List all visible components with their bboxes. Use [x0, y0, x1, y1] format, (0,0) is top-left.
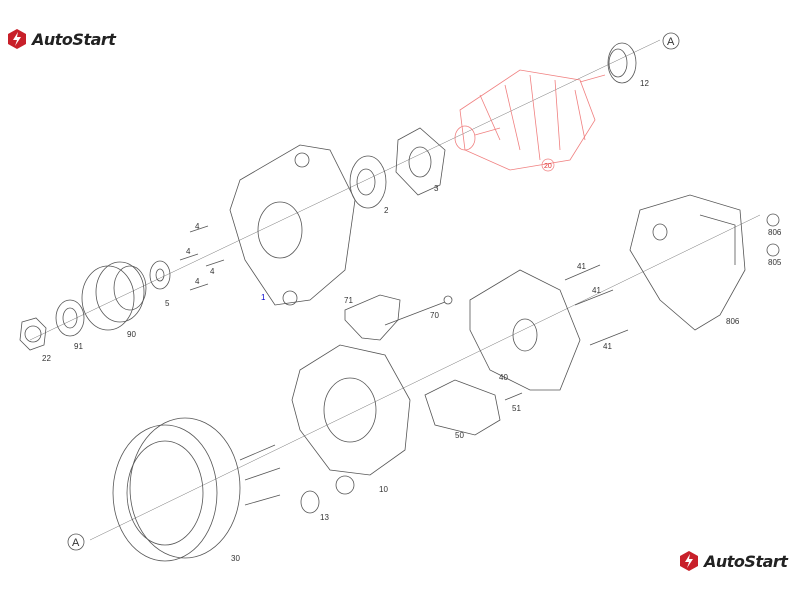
label-806-nut: 806 — [768, 228, 782, 237]
part-10-housing — [291, 344, 411, 495]
part-12-slip-ring — [607, 42, 637, 84]
label-12: 12 — [640, 79, 649, 88]
label-41: 41 — [577, 262, 586, 271]
part-40-rectifier — [469, 269, 581, 391]
part-50-regulator — [424, 379, 501, 436]
label-5: 5 — [165, 299, 170, 308]
label-90: 90 — [127, 330, 136, 339]
part-91-washer — [55, 299, 85, 337]
upper-axis — [29, 39, 661, 341]
part-806-cover — [629, 194, 746, 331]
brand-name: AutoStart — [704, 551, 788, 571]
label-4: 4 — [195, 222, 200, 231]
label-13: 13 — [320, 513, 329, 522]
lower-axis — [89, 214, 761, 541]
brand-logo-bottom: AutoStart — [678, 550, 788, 572]
label-1: 1 — [261, 293, 266, 302]
reference-a-bottom — [67, 533, 85, 551]
label-4: 4 — [210, 267, 215, 276]
label-41: 41 — [592, 286, 601, 295]
label-91: 91 — [74, 342, 83, 351]
label-4: 4 — [186, 247, 191, 256]
part-51-screw — [504, 392, 523, 401]
label-71: 71 — [344, 296, 353, 305]
logo-icon — [8, 29, 26, 49]
label-22: 22 — [42, 354, 51, 363]
label-51: 51 — [512, 404, 521, 413]
part-20-rotor — [454, 69, 606, 171]
label-20-circle — [541, 158, 555, 172]
part-805-nut — [766, 243, 780, 257]
part-30-stator — [112, 417, 281, 562]
label-50: 50 — [455, 431, 464, 440]
part-3-retainer-plate — [395, 127, 446, 196]
label-30: 30 — [231, 554, 240, 563]
label-4: 4 — [195, 277, 200, 286]
part-2-bearing — [349, 155, 387, 209]
brand-logo-top: AutoStart — [6, 28, 116, 50]
label-10: 10 — [379, 485, 388, 494]
label-ref-a-top: A — [667, 36, 675, 48]
label-ref-a-bottom: A — [72, 537, 80, 549]
label-2: 2 — [384, 206, 389, 215]
brand-name: AutoStart — [32, 29, 116, 49]
label-20: 20 — [544, 163, 552, 170]
label-41: 41 — [603, 342, 612, 351]
part-22-nut — [19, 317, 47, 351]
label-3: 3 — [434, 184, 439, 193]
part-90-pulley — [81, 261, 147, 331]
part-70-bolt — [384, 295, 453, 326]
label-70: 70 — [430, 311, 439, 320]
label-40: 40 — [499, 373, 508, 382]
part-5-washer — [149, 260, 171, 290]
part-806-nut — [766, 213, 780, 227]
part-71-bracket — [344, 294, 401, 341]
reference-a-top — [662, 32, 680, 50]
part-13-sleeve — [300, 490, 320, 514]
label-805: 805 — [768, 258, 782, 267]
part-4-bolts — [179, 225, 225, 291]
part-41-studs — [564, 264, 629, 346]
part-1-drive-end-housing — [229, 144, 356, 306]
logo-icon — [680, 551, 698, 571]
label-806-cover: 806 — [726, 317, 740, 326]
